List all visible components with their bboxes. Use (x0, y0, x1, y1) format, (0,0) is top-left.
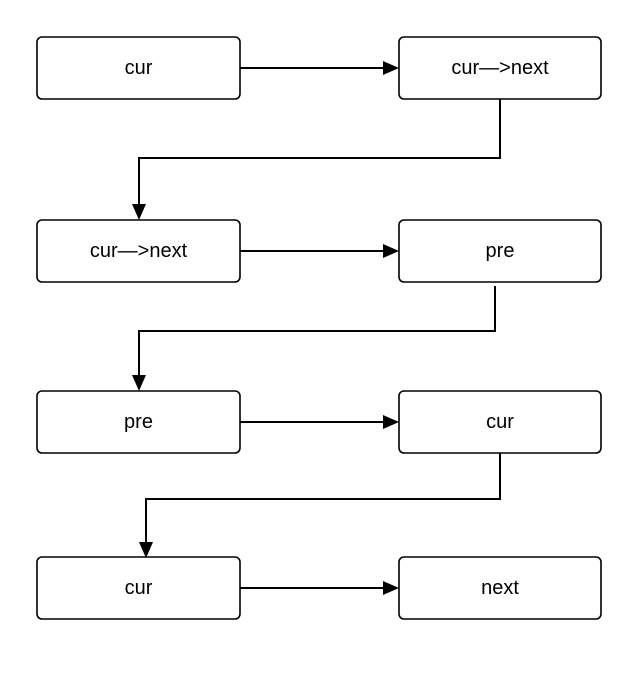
edge-n6-n7 (139, 453, 501, 558)
arrowhead-icon (132, 204, 146, 220)
node-cur-next-1[interactable]: cur—>next (398, 36, 602, 100)
node-cur-1[interactable]: cur (36, 36, 241, 100)
node-next[interactable]: next (398, 556, 602, 620)
node-label: pre (486, 240, 515, 262)
arrowhead-icon (132, 375, 146, 391)
arrowhead-icon (139, 542, 153, 558)
edge-n1-n2 (240, 61, 399, 75)
node-label: cur (125, 57, 153, 79)
arrowhead-icon (383, 415, 399, 429)
edge-n2-n3 (132, 99, 501, 220)
node-label: cur (486, 411, 514, 433)
edge-n4-n5 (132, 286, 496, 391)
node-cur-3[interactable]: cur (36, 556, 241, 620)
node-label: next (481, 577, 519, 599)
arrowhead-icon (383, 581, 399, 595)
node-label: cur (125, 577, 153, 599)
node-label: cur—>next (90, 240, 188, 262)
node-label: pre (124, 411, 153, 433)
node-pre-1[interactable]: pre (398, 219, 602, 283)
node-pre-2[interactable]: pre (36, 390, 241, 454)
node-cur-next-2[interactable]: cur—>next (36, 219, 241, 283)
node-label: cur—>next (451, 57, 549, 79)
arrowhead-icon (383, 244, 399, 258)
edge-n7-n8 (240, 581, 399, 595)
edge-n3-n4 (240, 244, 399, 258)
node-cur-2[interactable]: cur (398, 390, 602, 454)
edge-n5-n6 (240, 415, 399, 429)
arrowhead-icon (383, 61, 399, 75)
